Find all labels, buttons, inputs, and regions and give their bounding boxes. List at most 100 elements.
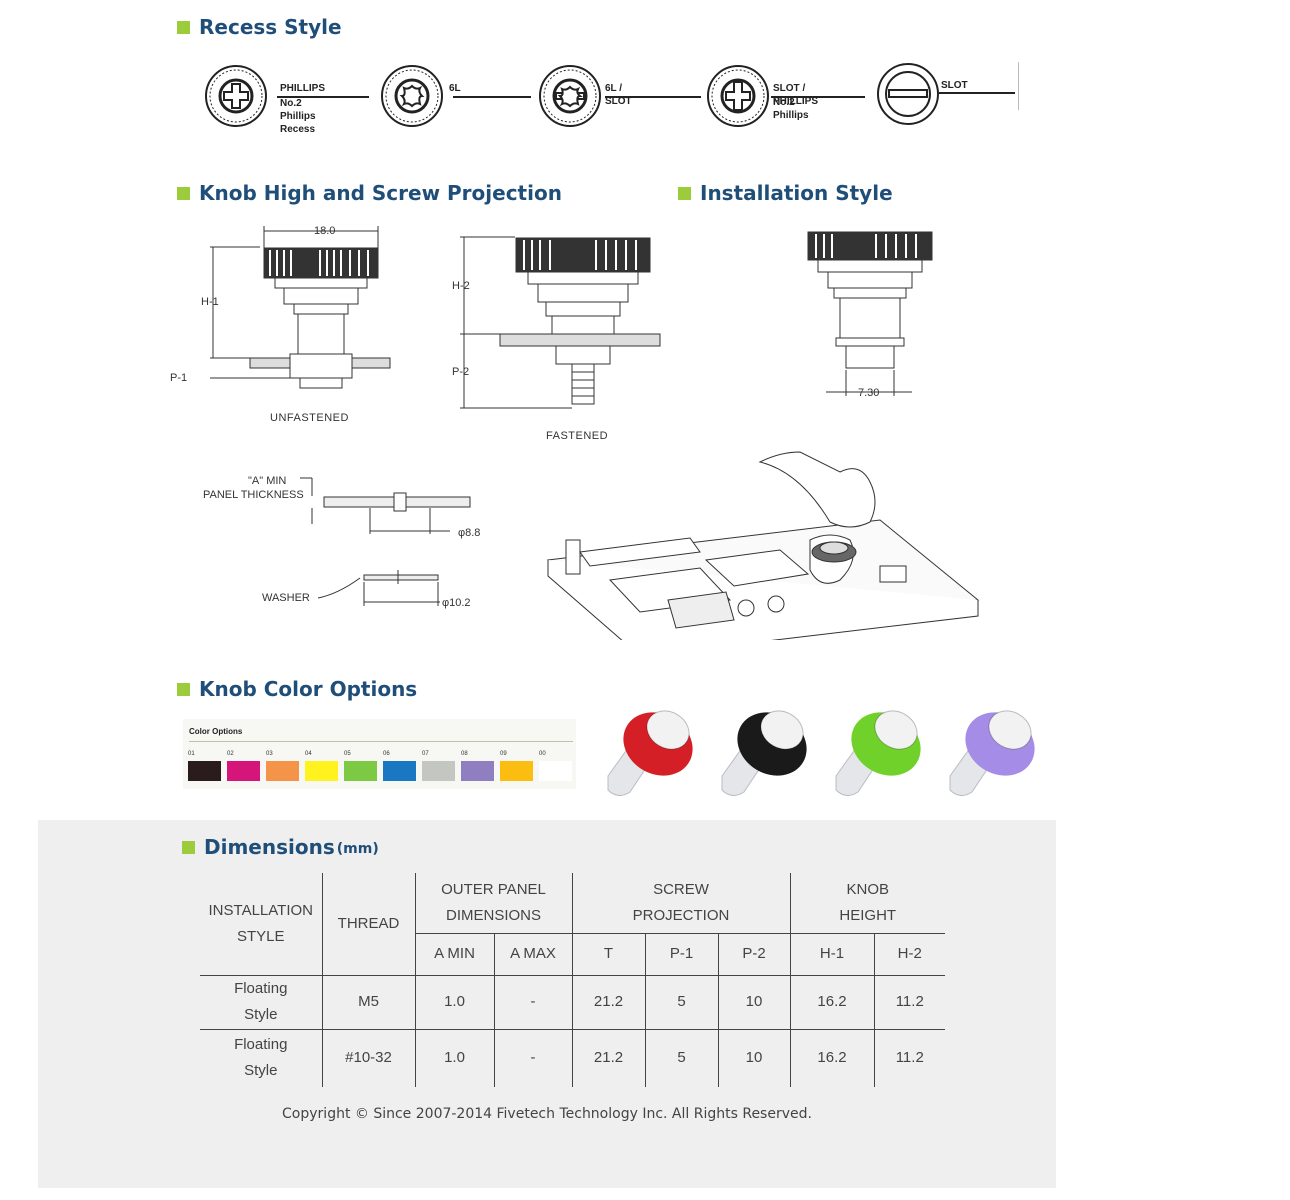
swatch-color: [383, 761, 416, 781]
value-cell: 16.2: [790, 1029, 875, 1087]
installation-drawing: [807, 231, 933, 396]
swatch-color: [227, 761, 260, 781]
knob-projection-heading: Knob High and Screw Projection: [177, 181, 562, 205]
dim-p1-label: P-1: [170, 372, 187, 384]
color-swatch: 04: [305, 751, 339, 783]
phillips-icon: [205, 65, 267, 127]
recess-label: No.2: [280, 98, 302, 109]
recess-item-6l-slot: 6L / SLOT: [539, 62, 701, 132]
value-cell: 1.0: [415, 1029, 495, 1087]
bullet-square-icon: [177, 20, 190, 34]
color-swatch: 02: [227, 751, 261, 783]
sub-header-cell: H-2: [874, 933, 945, 976]
sub-header-cell: P-1: [645, 933, 719, 976]
recess-label: PHILLIPS: [280, 83, 326, 94]
swatch-number: 04: [305, 751, 312, 757]
knob-color-image: [949, 710, 1035, 796]
knob-color-images: [607, 710, 1035, 796]
technical-drawings: 18.0 H-1 P-1 H-2 P-2: [170, 225, 980, 640]
pcb-hand-illustration: [546, 451, 980, 640]
dimensions-heading: Dimensions (mm): [182, 835, 379, 859]
color-swatch: 05: [344, 751, 378, 783]
swatch-color: [344, 761, 377, 781]
bullet-square-icon: [182, 840, 195, 854]
swatch-color: [188, 761, 221, 781]
swatch-number: 06: [383, 751, 390, 757]
recess-style-row: PHILLIPS No.2 Phillips Recess 6L 6L / SL…: [205, 62, 1020, 135]
dim-p2-label: P-2: [452, 366, 469, 378]
amin-label: "A" MIN: [248, 475, 286, 487]
color-swatch: 01: [188, 751, 222, 783]
swatch-color: [500, 761, 533, 781]
sub-header-cell: A MIN: [415, 933, 495, 976]
thread-cell: #10-32: [322, 1029, 416, 1087]
value-cell: 5: [645, 1029, 719, 1087]
value-cell: 10: [718, 1029, 791, 1087]
dim-h1-label: H-1: [201, 296, 219, 308]
knob-color-heading: Knob Color Options: [177, 677, 417, 701]
color-swatch: 09: [500, 751, 534, 783]
sub-header-row: A MIN A MAX T P-1 P-2 H-1 H-2: [200, 933, 945, 976]
swatch-number: 08: [461, 751, 468, 757]
sub-header-cell: T: [572, 933, 646, 976]
swatch-color: [305, 761, 338, 781]
swatch-color: [461, 761, 494, 781]
recess-label: SLOT: [941, 80, 968, 91]
phi88-label: φ8.8: [458, 527, 480, 539]
knob-color-image: [607, 710, 693, 796]
panel-thickness-label: PANEL THICKNESS: [203, 489, 304, 501]
value-cell: 5: [645, 975, 719, 1030]
recess-label: Phillips Recess: [280, 111, 316, 135]
installation-style-heading: Installation Style: [678, 181, 893, 205]
divider: [1018, 62, 1019, 110]
value-cell: 21.2: [572, 975, 646, 1030]
value-cell: 1.0: [415, 975, 495, 1030]
swatch-color: [266, 761, 299, 781]
fastened-drawing: [460, 236, 661, 409]
thread-cell: M5: [322, 975, 416, 1030]
swatch-number: 07: [422, 751, 429, 757]
knob-color-image: [835, 710, 921, 796]
recess-item-6l: 6L: [381, 62, 531, 132]
slot-icon: [877, 63, 939, 125]
recess-label: SLOT / PHILLIPS: [773, 83, 819, 107]
swatch-color: [422, 761, 455, 781]
fastened-caption: FASTENED: [546, 430, 609, 442]
palette-rule: [189, 741, 573, 742]
value-cell: 11.2: [895, 1049, 924, 1067]
value-cell: 21.2: [572, 1029, 646, 1087]
phi102-label: φ10.2: [442, 597, 471, 609]
swatch-number: 02: [227, 751, 234, 757]
dim-730-label: 7.30: [858, 387, 879, 399]
panel-thickness-drawing: [300, 477, 471, 606]
unfastened-caption: UNFASTENED: [270, 412, 349, 424]
dim-18-label: 18.0: [314, 225, 335, 237]
palette-title: Color Options: [189, 727, 243, 736]
bullet-square-icon: [177, 682, 190, 696]
recess-label: 6L: [449, 83, 461, 94]
swatch-number: 05: [344, 751, 351, 757]
recess-style-heading: Recess Style: [177, 15, 342, 39]
value-cell: -: [494, 1029, 573, 1087]
bullet-square-icon: [678, 186, 691, 200]
sub-header-cell: P-2: [718, 933, 791, 976]
color-swatch: 07: [422, 751, 456, 783]
knob-color-image: [721, 710, 807, 796]
dim-h2-label: H-2: [452, 280, 470, 292]
sub-header-cell: A MAX: [494, 933, 573, 976]
value-cell: -: [494, 975, 573, 1030]
leader-line: [277, 96, 369, 98]
leader-line: [605, 96, 701, 98]
sub-header-cell: H-1: [790, 933, 875, 976]
leader-line: [453, 96, 531, 98]
bullet-square-icon: [177, 186, 190, 200]
